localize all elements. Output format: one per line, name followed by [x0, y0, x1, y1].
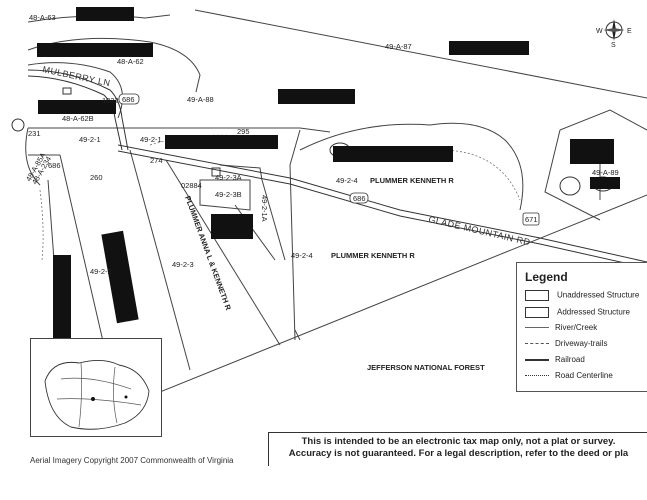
parcel-line	[59, 154, 106, 351]
parcel-label: 274	[150, 156, 163, 165]
legend-item: Road Centerline	[525, 371, 613, 380]
redaction	[570, 139, 614, 164]
redaction	[101, 230, 139, 324]
svg-text:S: S	[611, 42, 616, 48]
parcel-line	[25, 127, 41, 186]
owner-label: PLUMMER ANNA L & KENNETH R	[183, 195, 233, 312]
redaction	[211, 214, 253, 239]
disclaimer-box: This is intended to be an electronic tax…	[268, 432, 647, 466]
structure	[11, 118, 25, 132]
structure	[62, 87, 72, 95]
locator-inset-map	[30, 338, 162, 437]
glade-mountain-road	[117, 144, 647, 263]
structure	[559, 176, 581, 196]
parcel-line	[199, 179, 251, 211]
legend-item: Driveway-trails	[525, 339, 607, 348]
glade-mountain-road	[117, 150, 647, 269]
addressed-swatch	[525, 307, 549, 318]
redaction	[165, 135, 278, 149]
driveway-trail	[39, 189, 44, 261]
parcel-label: 49-2-3B	[215, 190, 242, 199]
parcel-label: 49-2-2	[90, 267, 112, 276]
parcel-line	[28, 127, 331, 133]
copyright-text: Aerial Imagery Copyright 2007 Commonweal…	[30, 456, 234, 465]
parcel-label: 49-2-1A	[260, 195, 269, 222]
disclaimer-line: This is intended to be an electronic tax…	[301, 436, 616, 447]
parcel-line	[261, 179, 286, 261]
road-label: GLADE MOUNTAIN RD	[428, 214, 532, 247]
legend-item: Unaddressed Structure	[525, 290, 639, 301]
parcel-label: 48-A-63	[29, 13, 56, 22]
parcel-label: 02884	[181, 181, 202, 190]
parcel-label: 49-2-4	[291, 251, 313, 260]
parcel-label: 1022	[102, 96, 119, 105]
parcel-line	[544, 129, 601, 221]
parcel-label: 49-2-4	[336, 176, 358, 185]
route-number: 686	[353, 194, 366, 203]
owner-label: PLUMMER KENNETH R	[331, 251, 415, 260]
redaction	[76, 7, 134, 21]
route-number: 671	[525, 215, 538, 224]
parcel-line	[559, 109, 647, 131]
parcel-line	[129, 149, 191, 371]
legend-title: Legend	[525, 270, 568, 284]
parcel-label: 231	[28, 129, 41, 138]
parcel-line	[219, 164, 263, 181]
owner-label: PLUMMER KENNETH R	[370, 176, 454, 185]
parcel-label: 48-A-62	[117, 57, 144, 66]
parcel-label: 49-2-1	[140, 135, 162, 144]
parcel-label: 49-2-1	[79, 135, 101, 144]
parcel-line	[299, 122, 524, 211]
parcel-label: 260	[90, 173, 103, 182]
map-legend: Legend Unaddressed Structure Addressed S…	[516, 262, 647, 392]
forest-label: JEFFERSON NATIONAL FOREST	[367, 363, 485, 372]
parcel-line	[294, 329, 301, 341]
parcel-label: 49-A-87	[385, 42, 412, 51]
redaction	[38, 100, 116, 114]
route-number: 686	[48, 161, 61, 170]
route-number: 686	[122, 95, 135, 104]
unaddressed-swatch	[525, 290, 549, 301]
parcel-line	[165, 159, 281, 346]
legend-item: Addressed Structure	[525, 307, 630, 318]
route-shield	[118, 93, 140, 105]
svg-text:E: E	[627, 28, 632, 35]
parcel-line	[27, 37, 201, 93]
parcel-label: 49-2-3	[172, 260, 194, 269]
parcel-line	[289, 129, 301, 341]
structure	[211, 167, 221, 177]
legend-item: Railroad	[525, 355, 585, 364]
road-label: MULBERRY LN	[42, 64, 112, 88]
parcel-label: 295	[237, 127, 250, 136]
compass-rose: W E S	[594, 16, 634, 49]
redaction	[278, 89, 355, 104]
disclaimer-line: Accuracy is not guaranteed. For a legal …	[288, 448, 629, 459]
parcel-label: 49-A-88	[187, 95, 214, 104]
legend-item: River/Creek	[525, 323, 597, 332]
redaction	[590, 177, 620, 189]
route-shield	[522, 212, 540, 226]
parcel-line	[194, 9, 647, 99]
svg-text:W: W	[596, 28, 603, 35]
redaction	[37, 43, 153, 57]
mulberry-lane	[27, 69, 123, 119]
redaction	[449, 41, 529, 55]
parcel-label: 49-A-89	[592, 168, 619, 177]
redaction	[333, 146, 453, 162]
redaction	[53, 255, 71, 338]
parcel-label: 48-A-62B	[62, 114, 94, 123]
parcel-label: 49-2-3A	[215, 173, 242, 182]
route-shield	[349, 192, 369, 204]
